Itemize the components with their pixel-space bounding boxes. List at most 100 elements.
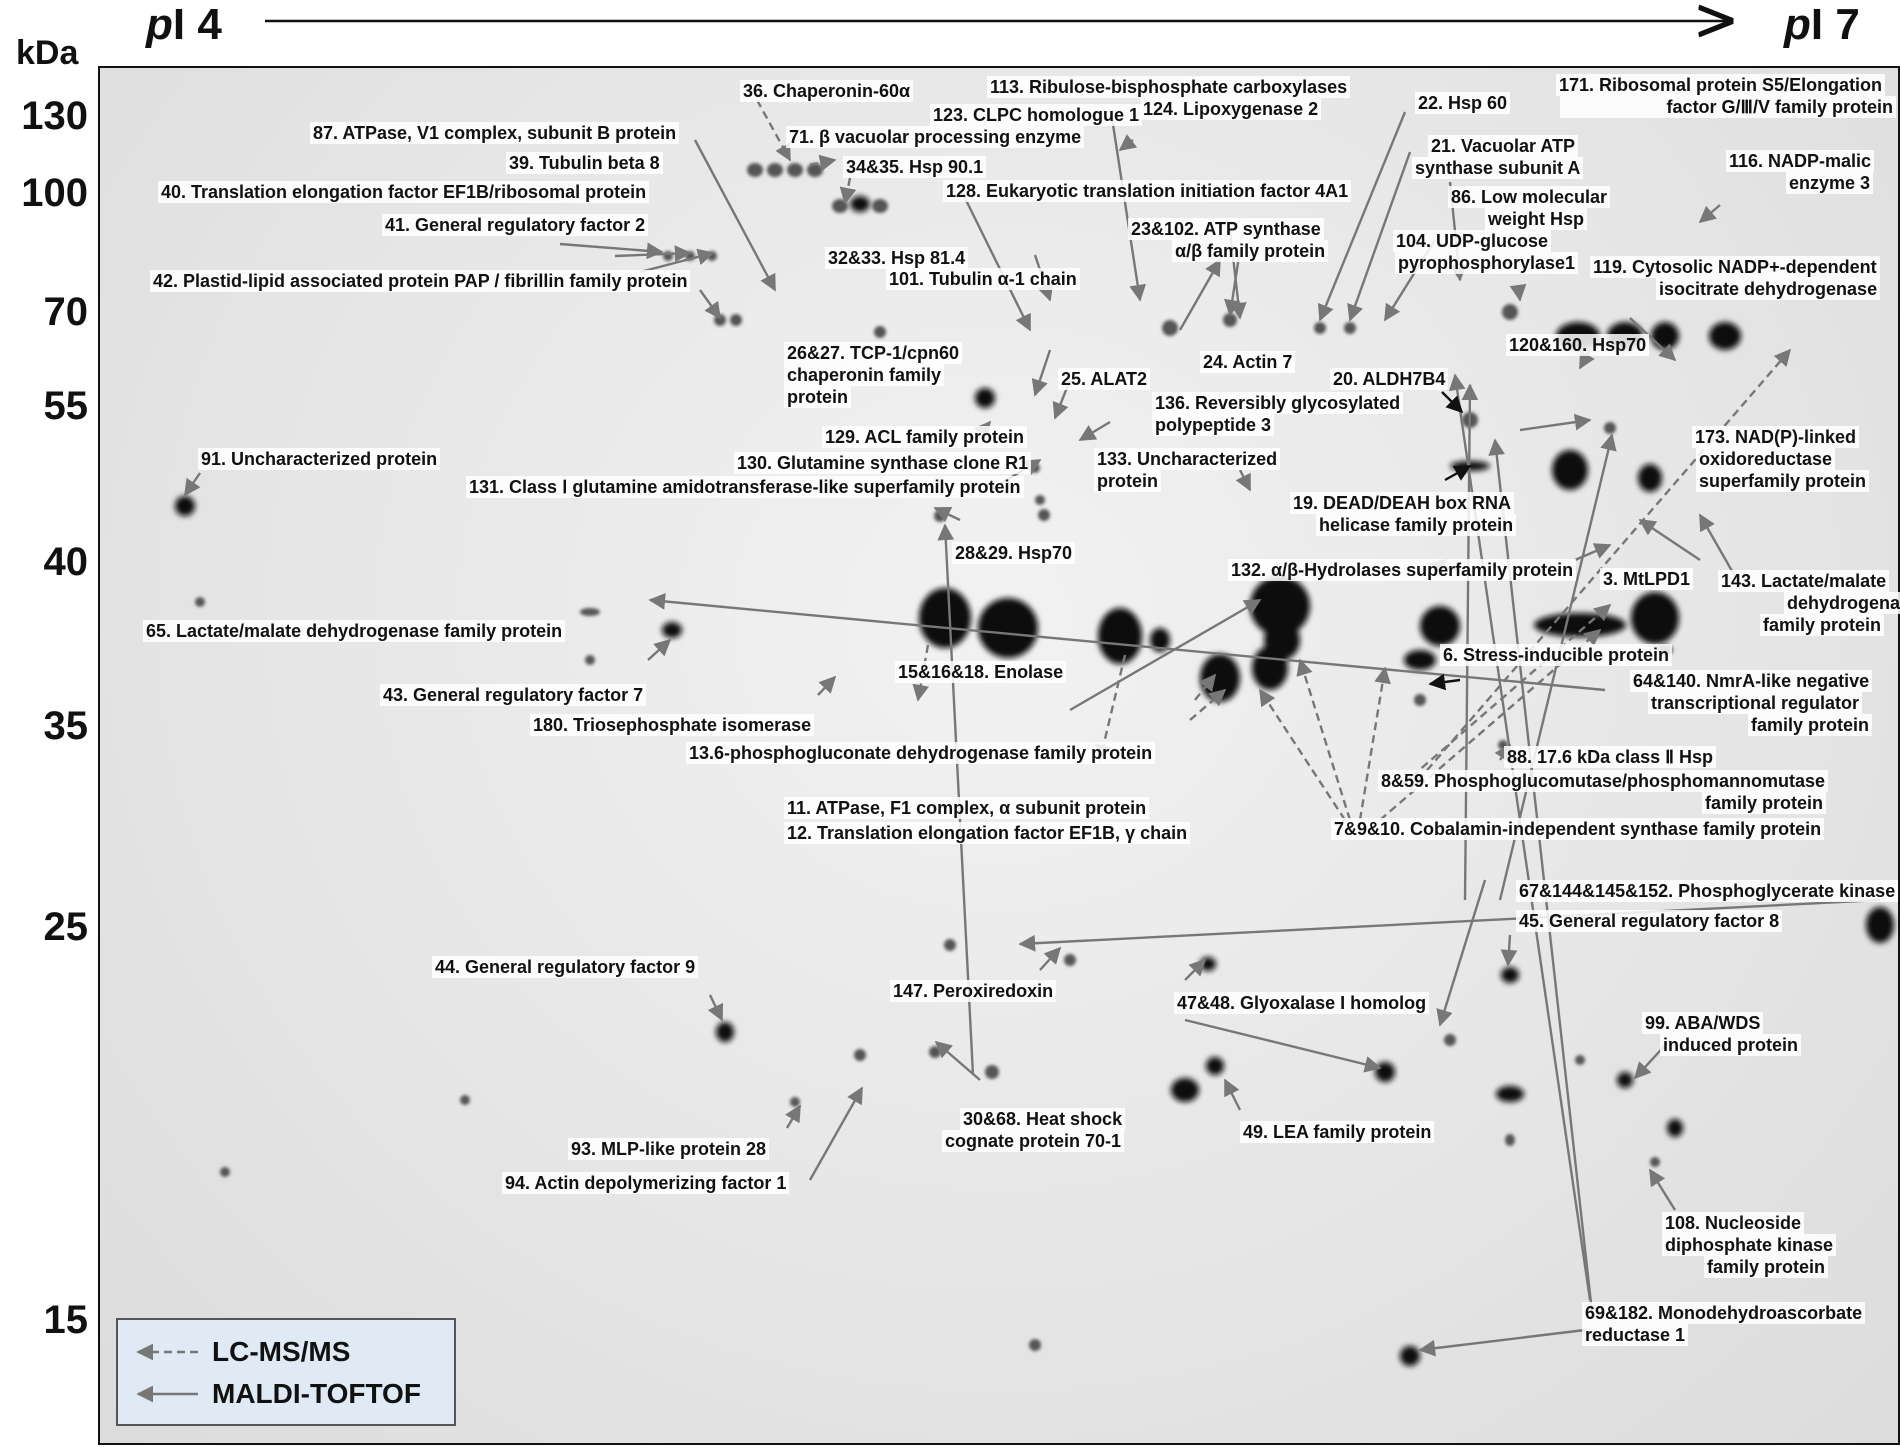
label-120160: 120&160. Hsp70 — [1506, 334, 1650, 356]
label-3435: 34&35. Hsp 90.1 — [843, 156, 987, 178]
label-12: 12. Translation elongation factor EF1B, … — [784, 822, 1191, 844]
mw-marker-130: 130 — [21, 94, 88, 138]
label-119a: 119. Cytosolic NADP+-dependent — [1590, 256, 1880, 278]
label-859a: 8&59. Phosphoglucomutase/phosphomannomut… — [1378, 770, 1829, 792]
label-2627b: chaperonin family — [784, 364, 945, 386]
label-40: 40. Translation elongation factor EF1B/r… — [158, 181, 650, 203]
label-64140a: 64&140. NmrA-like negative — [1630, 670, 1873, 692]
label-143c: family protein — [1760, 614, 1885, 636]
pi-left-prefix: p — [146, 0, 173, 49]
pi-right-value: I 7 — [1810, 0, 1860, 49]
label-19a: 19. DEAD/DEAH box RNA — [1290, 492, 1515, 514]
legend-box: LC-MS/MS MALDI-TOFTOF — [116, 1318, 456, 1426]
label-151618: 15&16&18. Enolase — [895, 661, 1067, 683]
label-143b: dehydrogenase — [1784, 592, 1900, 614]
label-88: 88. 17.6 kDa class Ⅱ Hsp — [1504, 746, 1716, 768]
label-39: 39. Tubulin beta 8 — [506, 152, 663, 174]
label-69182a: 69&182. Monodehydroascorbate — [1582, 1302, 1866, 1324]
label-171b: factor G/Ⅲ/V family protein — [1560, 96, 1896, 118]
mw-marker-35: 35 — [43, 704, 89, 748]
label-3233: 32&33. Hsp 81.4 — [825, 247, 969, 269]
label-101: 101. Tubulin α-1 chain — [886, 268, 1080, 290]
label-3068b: cognate protein 70-1 — [942, 1130, 1125, 1152]
label-64140c: family protein — [1748, 714, 1873, 736]
label-131: 131. Class Ⅰ glutamine amidotransferase-… — [466, 476, 1024, 498]
label-143a: 143. Lactate/malate — [1718, 570, 1890, 592]
legend-lcms-label: LC-MS/MS — [212, 1336, 351, 1367]
label-64140b: transcriptional regulator — [1648, 692, 1863, 714]
label-45: 45. General regulatory factor 8 — [1516, 910, 1783, 932]
pi-right-label: pI 7 — [1784, 0, 1860, 50]
label-859b: family protein — [1702, 792, 1827, 814]
label-116b: enzyme 3 — [1786, 172, 1874, 194]
label-49: 49. LEA family protein — [1240, 1121, 1435, 1143]
pi-right-prefix: p — [1784, 0, 1811, 49]
pi-left-value: I 4 — [172, 0, 222, 49]
label-25: 25. ALAT2 — [1058, 368, 1151, 390]
label-69182b: reductase 1 — [1582, 1324, 1689, 1346]
label-171a: 171. Ribosomal protein S5/Elongation — [1556, 74, 1886, 96]
label-65: 65. Lactate/malate dehydrogenase family … — [143, 620, 566, 642]
label-173b: oxidoreductase — [1696, 448, 1836, 470]
protein-spots — [175, 196, 1894, 1366]
mw-marker-70: 70 — [43, 290, 89, 334]
label-99b: induced protein — [1660, 1034, 1801, 1056]
label-36: 36. Chaperonin-60α — [740, 80, 914, 102]
label-44: 44. General regulatory factor 9 — [432, 956, 699, 978]
label-119b: isocitrate dehydrogenase — [1656, 278, 1881, 300]
label-23102a: 23&102. ATP synthase — [1128, 218, 1324, 240]
label-22: 22. Hsp 60 — [1415, 92, 1511, 114]
label-11: 11. ATPase, F1 complex, α subunit protei… — [784, 797, 1150, 819]
mw-marker-15: 15 — [43, 1298, 89, 1342]
label-42: 42. Plastid-lipid associated protein PAP… — [150, 270, 691, 292]
label-130: 130. Glutamine synthase clone R1 — [734, 452, 1032, 474]
mw-marker-40: 40 — [43, 540, 89, 584]
label-99a: 99. ABA/WDS — [1642, 1012, 1764, 1034]
label-108c: family protein — [1704, 1256, 1829, 1278]
label-108b: diphosphate kinase — [1662, 1234, 1837, 1256]
label-104a: 104. UDP-glucose — [1393, 230, 1552, 252]
label-24: 24. Actin 7 — [1200, 351, 1296, 373]
label-136a: 136. Reversibly glycosylated — [1152, 392, 1404, 414]
label-6: 6. Stress-inducible protein — [1440, 644, 1673, 666]
lcms-arrows — [755, 99, 1792, 821]
label-132: 132. α/β-Hydrolases superfamily protein — [1228, 559, 1577, 581]
label-93: 93. MLP-like protein 28 — [568, 1138, 770, 1160]
label-86b: weight Hsp — [1485, 208, 1588, 230]
label-71: 71. β vacuolar processing enzyme — [786, 126, 1085, 148]
label-136b: polypeptide 3 — [1152, 414, 1275, 436]
pi-left-label: pI 4 — [146, 0, 222, 50]
label-7910: 7&9&10. Cobalamin-independent synthase f… — [1331, 818, 1825, 840]
black-arrows — [1428, 391, 1472, 691]
label-19b: helicase family protein — [1316, 514, 1517, 536]
maldi-arrows — [184, 111, 1881, 1357]
label-87: 87. ATPase, V1 complex, subunit B protei… — [310, 122, 680, 144]
label-2627c: protein — [784, 386, 851, 408]
label-21a: 21. Vacuolar ATP — [1428, 135, 1579, 157]
label-173a: 173. NAD(P)-linked — [1692, 426, 1860, 448]
label-43: 43. General regulatory factor 7 — [380, 684, 647, 706]
mw-marker-100: 100 — [21, 171, 88, 215]
label-104b: pyrophosphorylase1 — [1395, 252, 1579, 274]
label-129: 129. ACL family protein — [822, 426, 1028, 448]
label-116a: 116. NADP-malic — [1726, 150, 1875, 172]
label-124: 124. Lipoxygenase 2 — [1140, 98, 1322, 120]
label-133a: 133. Uncharacterized — [1094, 448, 1281, 470]
label-23102b: α/β family protein — [1172, 240, 1329, 262]
label-2627a: 26&27. TCP-1/cpn60 — [784, 342, 963, 364]
label-21b: synthase subunit A — [1412, 157, 1584, 179]
label-180: 180. Triosephosphate isomerase — [530, 714, 815, 736]
label-3068a: 30&68. Heat shock — [960, 1108, 1126, 1130]
label-4748: 47&48. Glyoxalase I homolog — [1174, 992, 1430, 1014]
label-91: 91. Uncharacterized protein — [198, 448, 441, 470]
label-3: 3. MtLPD1 — [1600, 568, 1694, 590]
label-2829: 28&29. Hsp70 — [952, 542, 1076, 564]
label-20: 20. ALDH7B4 — [1330, 368, 1449, 390]
mw-marker-55: 55 — [43, 384, 89, 428]
label-86a: 86. Low molecular — [1448, 186, 1611, 208]
label-133b: protein — [1094, 470, 1161, 492]
label-67: 67&144&145&152. Phosphoglycerate kinase — [1516, 880, 1899, 902]
label-113: 113. Ribulose-bisphosphate carboxylases — [987, 76, 1351, 98]
